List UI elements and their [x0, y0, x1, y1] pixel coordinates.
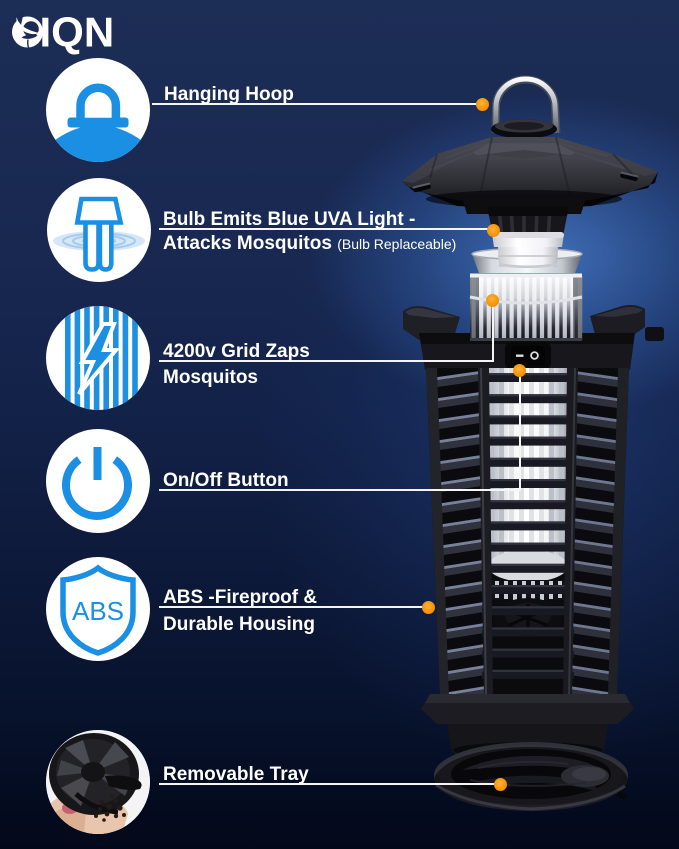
svg-text:ABS: ABS [72, 596, 124, 626]
svg-text:IQN: IQN [40, 9, 115, 56]
